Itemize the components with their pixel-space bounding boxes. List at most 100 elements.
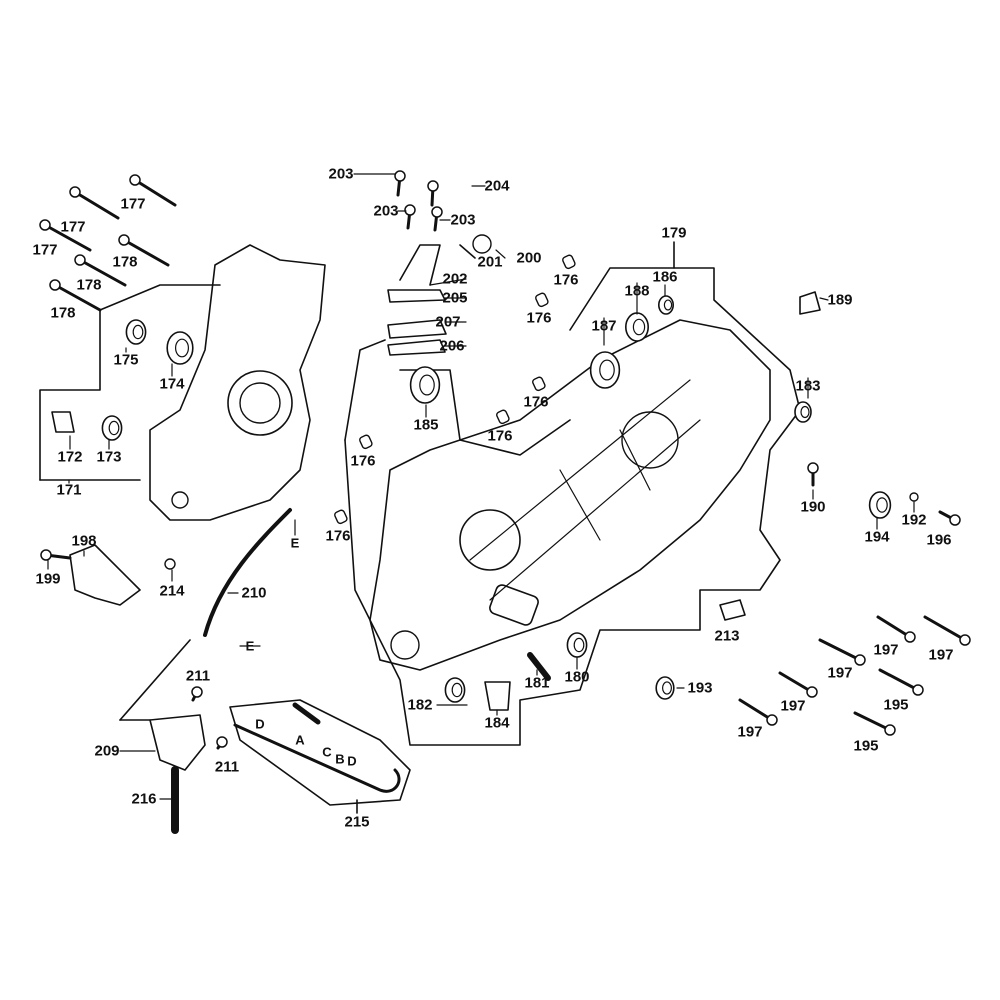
- leader-line-28: [429, 278, 467, 286]
- callout-bolt-178[interactable]: 178: [50, 304, 76, 322]
- callout-hose-assembly-215[interactable]: 215: [344, 813, 370, 831]
- callout-gasket-206[interactable]: 206: [439, 337, 465, 355]
- callout-letter-c[interactable]: C: [322, 744, 332, 760]
- fitting-A: [292, 702, 321, 725]
- callout-letter-d[interactable]: D: [347, 753, 357, 769]
- bolt-178a-head: [118, 234, 130, 246]
- callout-intake-manifold-202[interactable]: 202: [442, 270, 468, 288]
- callout-bearing-183[interactable]: 183: [795, 377, 821, 395]
- callout-dowel-pin-176[interactable]: 176: [526, 309, 552, 327]
- right-crankcase-body: [369, 319, 771, 671]
- bolt-195b-head: [884, 724, 896, 736]
- callout-oil-seal-193[interactable]: 193: [687, 679, 713, 697]
- hose-210-shape: [203, 508, 292, 637]
- callout-bolt-196[interactable]: 196: [926, 531, 952, 549]
- screw-211a-head: [191, 686, 203, 698]
- callout-right-crankcase-assembly[interactable]: 179: [661, 224, 687, 242]
- oil-seal-193-inner: [661, 681, 672, 695]
- oil-seal-175-inner: [132, 324, 144, 340]
- group-outline-179-left: [344, 339, 386, 441]
- callout-bolt-197[interactable]: 197: [928, 646, 954, 664]
- callout-dowel-pin-176[interactable]: 176: [325, 527, 351, 545]
- callout-letter-e[interactable]: E: [245, 638, 255, 654]
- bolt-197a: [876, 615, 912, 639]
- callout-ball-bearing-185[interactable]: 185: [413, 416, 439, 434]
- callout-bolt-203[interactable]: 203: [328, 165, 354, 183]
- callout-screw-211[interactable]: 211: [214, 758, 240, 776]
- callout-bolt-197[interactable]: 197: [827, 664, 853, 682]
- callout-dowel-pin-176[interactable]: 176: [553, 271, 579, 289]
- callout-ball-bearing-188[interactable]: 188: [624, 282, 650, 300]
- callout-bearing-180[interactable]: 180: [564, 668, 590, 686]
- callout-hose-210[interactable]: 210: [241, 584, 267, 602]
- callout-dowel-pin-176[interactable]: 176: [523, 393, 549, 411]
- screw-211b-head: [216, 736, 228, 748]
- callout-dowel-pin-176[interactable]: 176: [350, 452, 376, 470]
- bushing-184: [484, 681, 511, 711]
- bolt-197c-head: [854, 654, 866, 666]
- callout-left-crankcase-assembly[interactable]: 171: [56, 481, 82, 499]
- callout-bolt-203[interactable]: 203: [450, 211, 476, 229]
- callout-bolt-177[interactable]: 177: [32, 241, 58, 259]
- callout-bolt-197[interactable]: 197: [737, 723, 763, 741]
- callout-bolt-195[interactable]: 195: [853, 737, 879, 755]
- callout-bolt-177[interactable]: 177: [120, 195, 146, 213]
- callout-letter-e[interactable]: E: [290, 535, 300, 551]
- bolt-203c-head: [431, 206, 443, 218]
- callout-bolt-204[interactable]: 204: [484, 177, 510, 195]
- bolt-197c: [818, 638, 862, 662]
- bolt-177c: [43, 223, 92, 252]
- callout-oil-seal-194[interactable]: 194: [864, 528, 890, 546]
- callout-bolt-178[interactable]: 178: [112, 253, 138, 271]
- callout-ball-bearing-187[interactable]: 187: [591, 317, 617, 335]
- leader-line-9: [819, 297, 829, 301]
- callout-cover-assembly-200[interactable]: 200: [516, 249, 542, 267]
- callout-pin-181[interactable]: 181: [524, 674, 550, 692]
- callout-bolt-178[interactable]: 178: [76, 276, 102, 294]
- callout-oil-pump-209[interactable]: 209: [94, 742, 120, 760]
- callout-letter-a[interactable]: A: [295, 732, 305, 748]
- hose-215-outline: [229, 699, 411, 806]
- callout-bushing[interactable]: 172: [57, 448, 83, 466]
- bolt-197d: [778, 671, 814, 694]
- callout-ball-bearing-174[interactable]: 174: [159, 375, 185, 393]
- callout-shaft-216[interactable]: 216: [131, 790, 157, 808]
- ball-bearing-188-inner: [632, 318, 646, 336]
- callout-bushing-184[interactable]: 184: [484, 714, 510, 732]
- callout-bolt-199[interactable]: 199: [35, 570, 61, 588]
- callout-bearing-182[interactable]: 182: [407, 696, 433, 714]
- callout-gasket-205[interactable]: 205: [442, 289, 468, 307]
- callout-bracket-189[interactable]: 189: [827, 291, 853, 309]
- callout-bolt-177[interactable]: 177: [60, 218, 86, 236]
- callout-nut-214[interactable]: 214: [159, 582, 185, 600]
- right-crankcase-bore: [459, 509, 521, 571]
- callout-letter-b[interactable]: B: [335, 751, 345, 767]
- ball-bearing-185: [409, 366, 441, 404]
- bolt-197e-head: [766, 714, 778, 726]
- callout-bolt-197[interactable]: 197: [873, 641, 899, 659]
- left-crankcase-body: [149, 244, 326, 521]
- callout-screw-211[interactable]: 211: [185, 667, 211, 685]
- callout-washer-192[interactable]: 192: [901, 511, 927, 529]
- kickstart-housing: [489, 584, 539, 626]
- bolt-203a-head: [394, 170, 406, 182]
- bolt-196-head: [949, 514, 961, 526]
- callout-bearing-173[interactable]: 173: [96, 448, 122, 466]
- callout-bolt-203[interactable]: 203: [373, 202, 399, 220]
- oil-pump-209-body: [149, 714, 206, 771]
- callout-oil-seal-186[interactable]: 186: [652, 268, 678, 286]
- callout-dowel-pin-176[interactable]: 176: [487, 427, 513, 445]
- callout-oil-seal-175[interactable]: 175: [113, 351, 139, 369]
- callout-bolt-195[interactable]: 195: [883, 696, 909, 714]
- bearing-183-inner: [800, 405, 810, 419]
- callout-letter-d[interactable]: D: [255, 716, 265, 732]
- left-crankcase-hole: [171, 491, 189, 509]
- callout-bolt-197[interactable]: 197: [780, 697, 806, 715]
- callout-o-ring-201[interactable]: 201: [477, 253, 503, 271]
- callout-clamp-213[interactable]: 213: [714, 627, 740, 645]
- callout-bracket-198[interactable]: 198: [71, 532, 97, 550]
- callout-reed-valve-207[interactable]: 207: [435, 313, 461, 331]
- ball-bearing-187: [589, 351, 621, 389]
- callout-drain-bolt-190[interactable]: 190: [800, 498, 826, 516]
